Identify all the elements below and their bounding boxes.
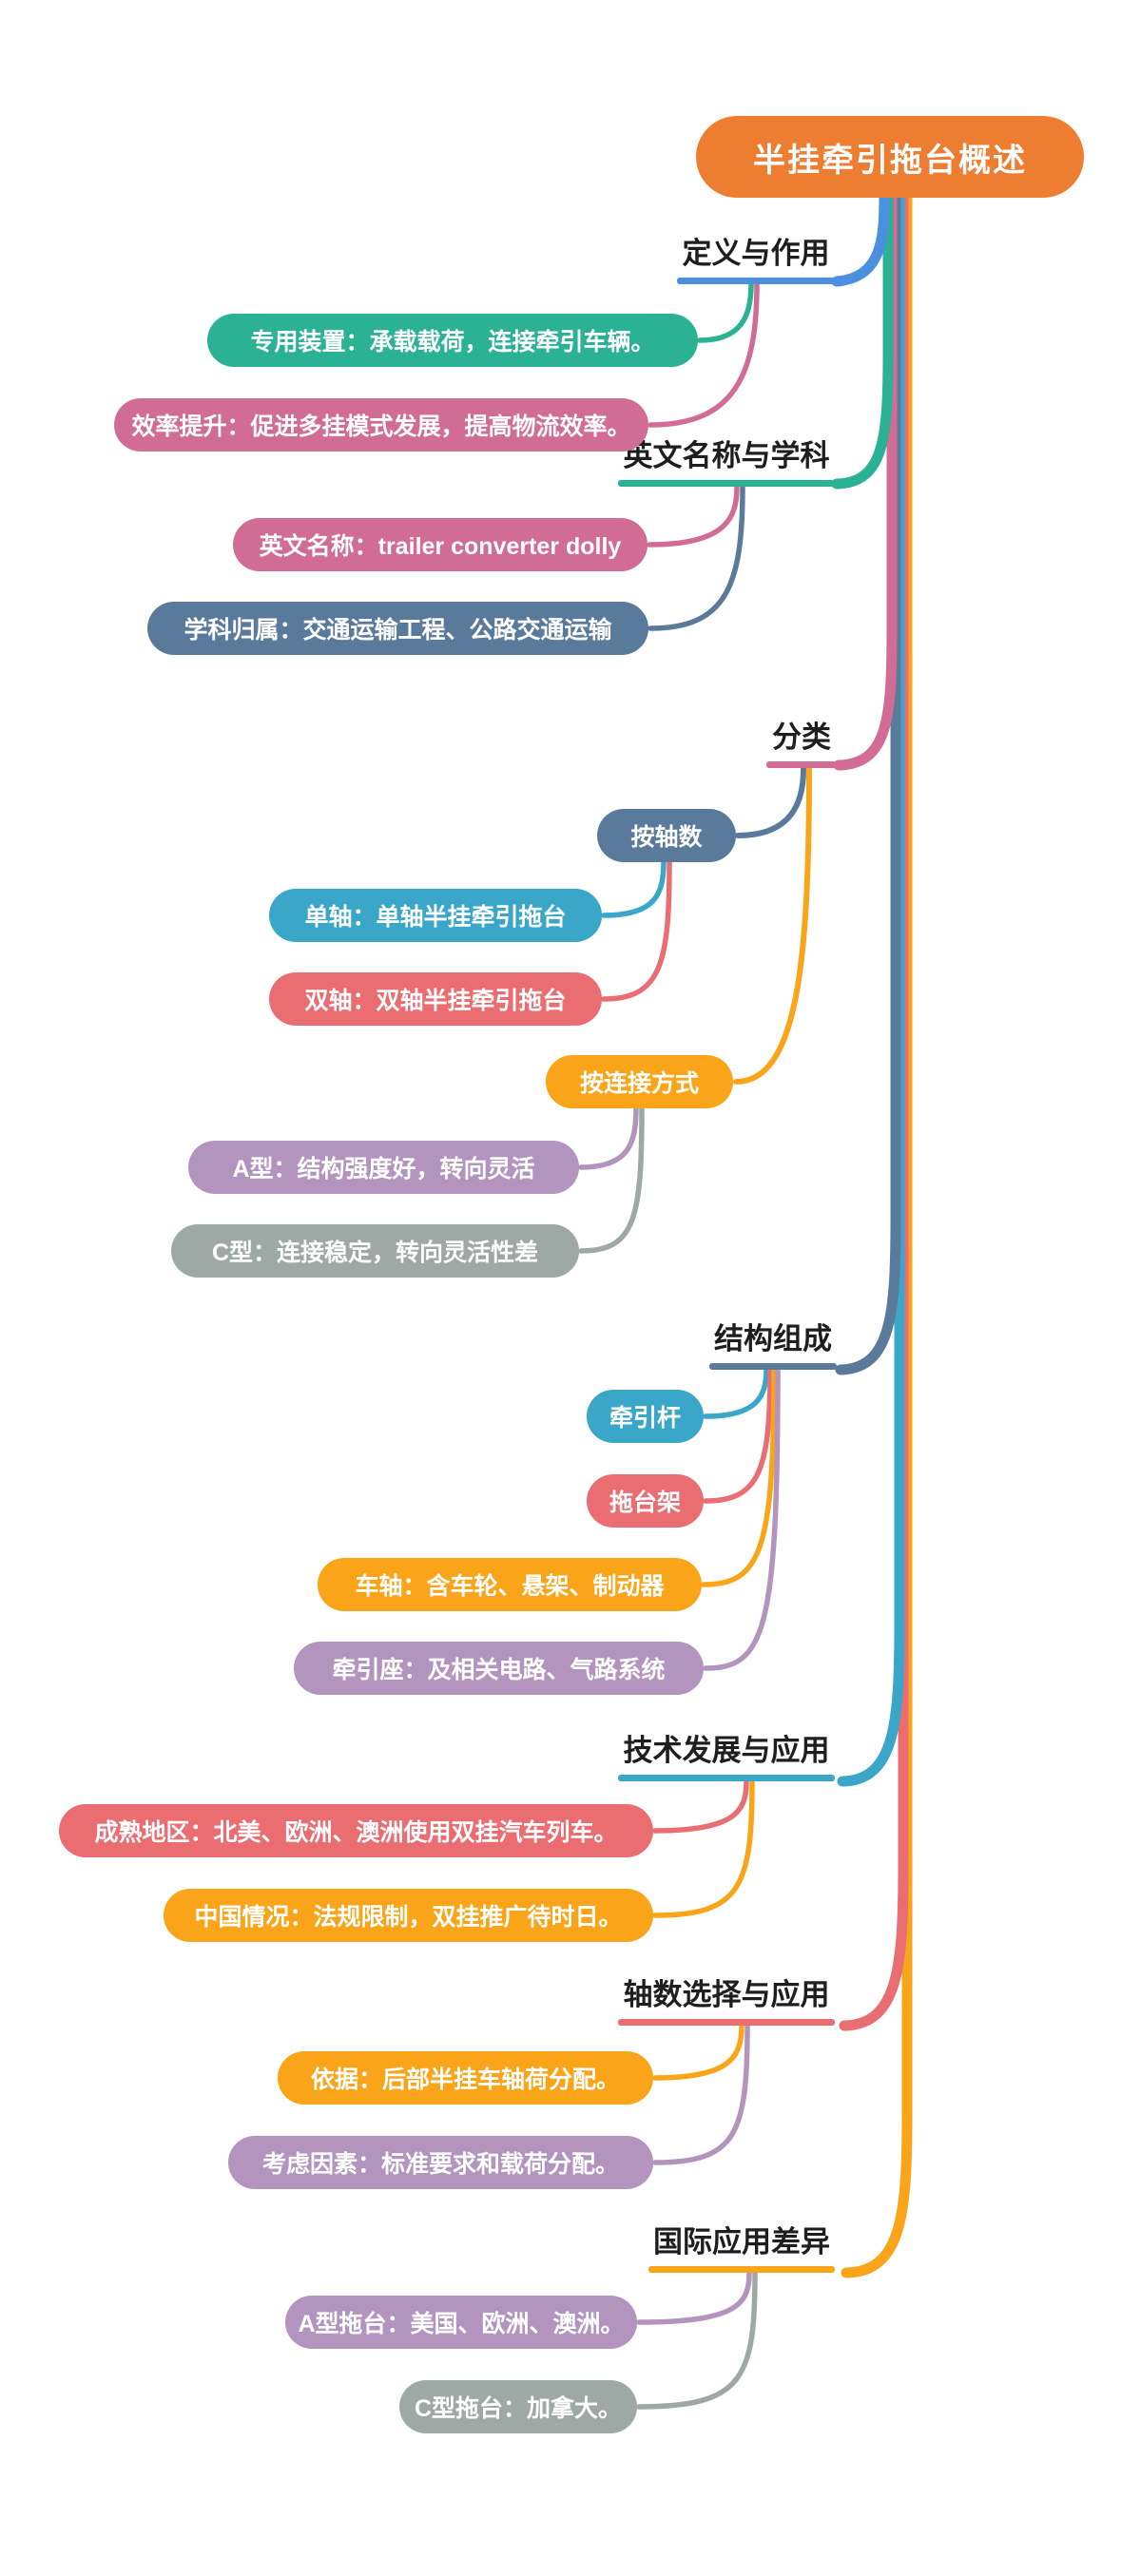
node-axle[interactable]: 车轴：含车轮、悬架、制动器 xyxy=(318,1558,702,1611)
node-efficiency-boost[interactable]: 效率提升：促进多挂模式发展，提高物流效率。 xyxy=(114,398,648,452)
connector-curve xyxy=(701,1367,777,1587)
branch-curve-axle-selection xyxy=(839,189,909,2031)
node-by-connection-type[interactable]: 按连接方式 xyxy=(546,1055,733,1108)
node-label: A型：结构强度好，转向灵活 xyxy=(232,1156,535,1182)
branch-label: 轴数选择与应用 xyxy=(623,1978,830,2011)
connector-curve xyxy=(648,485,745,631)
connector-curve xyxy=(578,1105,645,1254)
node-label: 中国情况：法规限制，双挂推广待时日。 xyxy=(194,1904,623,1931)
node-double-axle[interactable]: 双轴：双轴半挂牵引拖台 xyxy=(269,972,602,1026)
branch-heading-classification[interactable]: 分类 xyxy=(766,721,837,768)
connector-curve xyxy=(697,281,754,343)
branch-curve-structure xyxy=(835,189,901,1375)
branch-heading-structure[interactable]: 结构组成 xyxy=(709,1322,837,1370)
connector-curve xyxy=(647,485,740,548)
node-label: 英文名称：trailer converter dolly xyxy=(259,533,622,560)
node-label: 成熟地区：北美、欧洲、澳洲使用双挂汽车列车。 xyxy=(94,1819,618,1846)
node-label: 牵引杆 xyxy=(609,1405,681,1432)
node-label: C型拖台：加拿大。 xyxy=(414,2395,623,2422)
node-label: 按轴数 xyxy=(630,824,703,851)
node-special-device[interactable]: 专用装置：承载载荷，连接牵引车辆。 xyxy=(207,314,698,367)
node-dolly-frame[interactable]: 拖台架 xyxy=(587,1474,704,1528)
branch-label: 分类 xyxy=(772,721,831,754)
root-node[interactable]: 半挂牵引拖台概述 xyxy=(696,116,1084,198)
branch-heading-tech-development[interactable]: 技术发展与应用 xyxy=(618,1734,835,1781)
node-by-axle-count[interactable]: 按轴数 xyxy=(597,809,736,862)
connector-curve xyxy=(601,858,667,918)
node-label: 考虑因素：标准要求和载荷分配。 xyxy=(261,2151,619,2178)
connector-curve xyxy=(652,1779,755,1918)
node-label: 单轴：单轴半挂牵引拖台 xyxy=(304,904,567,931)
node-considerations[interactable]: 考虑因素：标准要求和载荷分配。 xyxy=(228,2136,653,2189)
branch-curve-classification xyxy=(833,189,898,771)
connector-curve xyxy=(578,1105,639,1170)
branch-underline xyxy=(677,278,835,284)
branch-curve-definition xyxy=(831,189,890,287)
node-label: 拖台架 xyxy=(609,1490,681,1516)
node-label: C型：连接稳定，转向灵活性差 xyxy=(211,1240,539,1266)
node-fifth-wheel[interactable]: 牵引座：及相关电路、气路系统 xyxy=(294,1642,704,1695)
branch-underline xyxy=(618,2019,835,2026)
node-drawbar[interactable]: 牵引杆 xyxy=(587,1390,704,1443)
branch-heading-international-differences[interactable]: 国际应用差异 xyxy=(648,2225,835,2273)
branch-curve-international xyxy=(841,189,913,2278)
node-english-name[interactable]: 英文名称：trailer converter dolly xyxy=(233,518,648,571)
node-basis[interactable]: 依据：后部半挂车轴荷分配。 xyxy=(278,2051,653,2105)
node-label: 按连接方式 xyxy=(579,1070,699,1097)
branch-underline xyxy=(709,1363,837,1370)
branch-curve-english xyxy=(831,189,894,490)
node-label: 专用装置：承载载荷，连接牵引车辆。 xyxy=(250,329,655,356)
node-label: 车轴：含车轮、悬架、制动器 xyxy=(355,1573,665,1600)
connector-curve xyxy=(735,766,806,838)
node-discipline[interactable]: 学科归属：交通运输工程、公路交通运输 xyxy=(147,602,648,655)
connector-curve xyxy=(648,281,760,428)
branch-underline xyxy=(618,480,835,487)
connector-curve xyxy=(703,1367,773,1504)
node-china-situation[interactable]: 中国情况：法规限制，双挂推广待时日。 xyxy=(164,1889,653,1942)
node-type-c[interactable]: C型：连接稳定，转向灵活性差 xyxy=(171,1224,579,1278)
connector-curve xyxy=(636,2270,752,2325)
branch-label: 定义与作用 xyxy=(682,237,830,270)
branch-label: 国际应用差异 xyxy=(653,2225,830,2259)
connector-curve xyxy=(703,1367,769,1419)
branch-underline xyxy=(766,761,837,768)
branch-underline xyxy=(648,2266,835,2273)
root-label: 半挂牵引拖台概述 xyxy=(753,142,1027,179)
branch-heading-english-discipline[interactable]: 英文名称与学科 xyxy=(618,439,835,487)
node-label: A型拖台：美国、欧洲、澳洲。 xyxy=(298,2311,625,2337)
connector-curve xyxy=(636,2270,758,2410)
node-type-a-dolly[interactable]: A型拖台：美国、欧洲、澳洲。 xyxy=(285,2296,637,2349)
branch-underline xyxy=(618,1775,835,1781)
node-label: 效率提升：促进多挂模式发展，提高物流效率。 xyxy=(131,413,631,440)
connector-curve xyxy=(601,858,672,1002)
node-single-axle[interactable]: 单轴：单轴半挂牵引拖台 xyxy=(269,889,602,942)
node-type-c-dolly[interactable]: C型拖台：加拿大。 xyxy=(399,2380,637,2433)
connector-curve xyxy=(652,2023,745,2081)
branch-heading-definition-role[interactable]: 定义与作用 xyxy=(677,237,835,284)
connector-curve xyxy=(652,2023,750,2165)
connector-curve xyxy=(733,766,812,1085)
branch-curve-tech xyxy=(837,189,905,1787)
node-type-a[interactable]: A型：结构强度好，转向灵活 xyxy=(188,1141,579,1194)
branch-label: 结构组成 xyxy=(714,1322,832,1355)
connector-curve xyxy=(703,1367,781,1671)
branch-label: 技术发展与应用 xyxy=(623,1734,830,1767)
branch-heading-axle-selection[interactable]: 轴数选择与应用 xyxy=(618,1978,835,2026)
connector-curve xyxy=(652,1779,749,1834)
node-label: 依据：后部半挂车轴荷分配。 xyxy=(310,2067,620,2093)
node-mature-regions[interactable]: 成熟地区：北美、欧洲、澳洲使用双挂汽车列车。 xyxy=(59,1804,653,1857)
node-label: 双轴：双轴半挂牵引拖台 xyxy=(304,988,567,1014)
node-label: 牵引座：及相关电路、气路系统 xyxy=(332,1657,666,1683)
branch-label: 英文名称与学科 xyxy=(623,439,830,472)
node-label: 学科归属：交通运输工程、公路交通运输 xyxy=(184,617,612,644)
